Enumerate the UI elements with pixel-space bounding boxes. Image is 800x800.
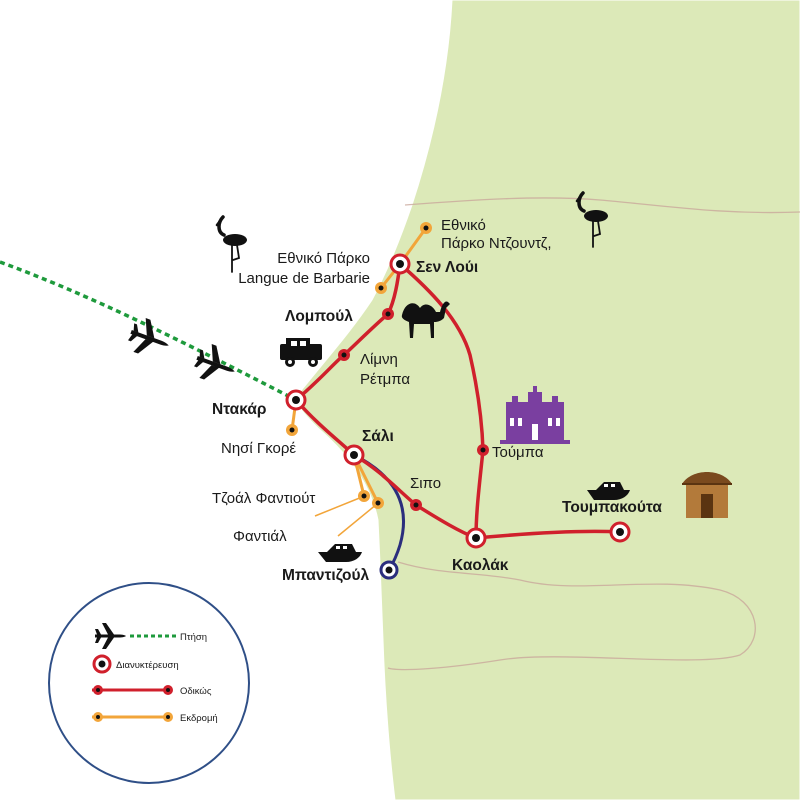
marker-toubacouta[interactable] [609,521,631,543]
excursion-markers [286,222,432,509]
label-dakar: Ντακάρ [212,401,266,418]
label-lake-retba-2: Ρέτμπα [360,371,410,388]
marker-saint-louis[interactable] [389,253,411,275]
marker-goree[interactable] [286,424,298,436]
land-area [296,0,800,800]
flight-path [0,260,297,402]
legend: Πτήση Διανυκτέρευση Οδικώς Εκδρομή [48,582,250,784]
label-sipo: Σιπο [410,475,441,492]
palace-icon [500,386,570,444]
legend-excursion-marker [163,712,173,722]
airplane-icon [95,623,126,649]
label-langue-2: Langue de Barbarie [238,270,370,287]
airplane-icon [194,344,235,380]
boat-icon [318,544,362,562]
legend-frame [48,582,250,784]
label-toubacouta: Τουμπακούτα [562,499,662,516]
flamingo-icon [215,215,247,273]
marker-djoudj[interactable] [420,222,432,234]
marker-joal-fadiouth[interactable] [358,490,370,502]
marker-langue-de-barbarie[interactable] [375,282,387,294]
label-lake-retba-1: Λίμνη [360,351,398,368]
label-saint-louis: Σεν Λούι [416,259,478,276]
hut-icon [682,472,732,518]
country-borders [387,197,800,671]
legend-road-marker [93,685,103,695]
road-routes [294,262,621,540]
legend-road-marker [163,685,173,695]
marker-dakar[interactable] [285,389,307,411]
jeep-icon [280,338,322,367]
marker-kaolack[interactable] [465,527,487,549]
boat-icon [587,482,630,500]
marker-lompoul[interactable] [382,308,394,320]
legend-excursion-marker [93,712,103,722]
label-joal-fadiouth: Τζοάλ Φαντιούτ [212,490,315,507]
legend-road-label: Οδικώς [180,686,212,697]
label-banjul: Μπαντιζούλ [282,567,369,584]
marker-sali[interactable] [343,444,365,466]
camel-icon [401,301,450,338]
marker-sipo[interactable] [410,499,422,511]
label-leaders [314,496,378,537]
label-fadial: Φαντιάλ [233,528,287,545]
label-langue-1: Εθνικό Πάρκο [277,250,370,267]
flamingo-icon [575,191,608,248]
marker-touba[interactable] [477,444,489,456]
legend-overnight-marker [92,654,112,674]
legend-flight-label: Πτήση [180,632,207,643]
marker-lake-retba[interactable] [338,349,350,361]
label-sali: Σάλι [362,428,394,445]
overnight-markers [285,253,631,580]
road-stop-markers [338,308,489,511]
marker-fadial[interactable] [372,497,384,509]
label-touba: Τούμπα [492,444,544,461]
legend-excursion-label: Εκδρομή [180,713,218,724]
label-lompoul: Λομπούλ [285,308,353,325]
marker-banjul[interactable] [379,560,399,580]
label-djoudj-1: Εθνικό [441,217,486,234]
label-goree: Νησί Γκορέ [221,440,296,457]
label-kaolack: Καολάκ [452,557,509,574]
airplane-icon [128,318,169,354]
legend-overnight-label: Διανυκτέρευση [116,660,179,671]
label-djoudj-2: Πάρκο Ντζουντζ, [441,235,552,252]
